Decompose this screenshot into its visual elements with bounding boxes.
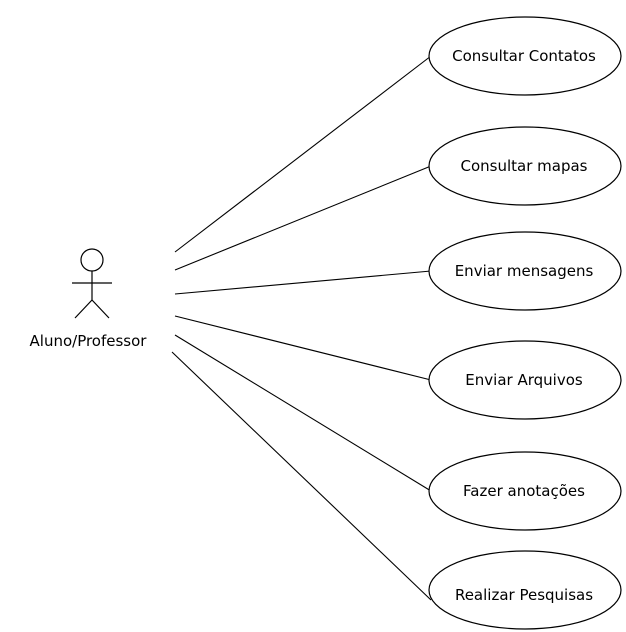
stick-figure-actor-icon [72, 248, 112, 319]
use-case-ellipse [428, 16, 622, 96]
association-line [174, 270, 432, 295]
use-case-label: Realizar Pesquisas [455, 586, 593, 604]
use-case-ellipse [428, 451, 622, 531]
use-case-realizar-pesquisas[interactable]: Realizar Pesquisas [428, 550, 622, 630]
use-case-enviar-arquivos[interactable]: Enviar Arquivos [428, 340, 622, 420]
use-case-enviar-mensagens[interactable]: Enviar mensagens [428, 231, 622, 311]
use-case-label: Enviar Arquivos [465, 371, 583, 389]
use-case-ellipse [428, 340, 622, 420]
use-case-label: Consultar mapas [461, 157, 588, 175]
use-case-consultar-contatos[interactable]: Consultar Contatos [428, 16, 622, 96]
association-line [174, 334, 432, 492]
association-line [171, 351, 432, 601]
use-case-ellipse [428, 550, 622, 630]
use-case-ellipse [428, 126, 622, 206]
associations [171, 55, 432, 601]
actor-label: Aluno/Professor [30, 332, 148, 350]
association-line [174, 165, 432, 271]
use-case-label: Fazer anotações [463, 482, 585, 500]
use-case-fazer-anotacoes[interactable]: Fazer anotações [428, 451, 622, 531]
use-case-ellipse [428, 231, 622, 311]
association-line [174, 315, 432, 381]
association-line [174, 55, 432, 253]
actor[interactable]: Aluno/Professor [30, 248, 148, 350]
use-case-label: Consultar Contatos [452, 47, 596, 65]
use-case-label: Enviar mensagens [455, 262, 594, 280]
use-case-consultar-mapas[interactable]: Consultar mapas [428, 126, 622, 206]
